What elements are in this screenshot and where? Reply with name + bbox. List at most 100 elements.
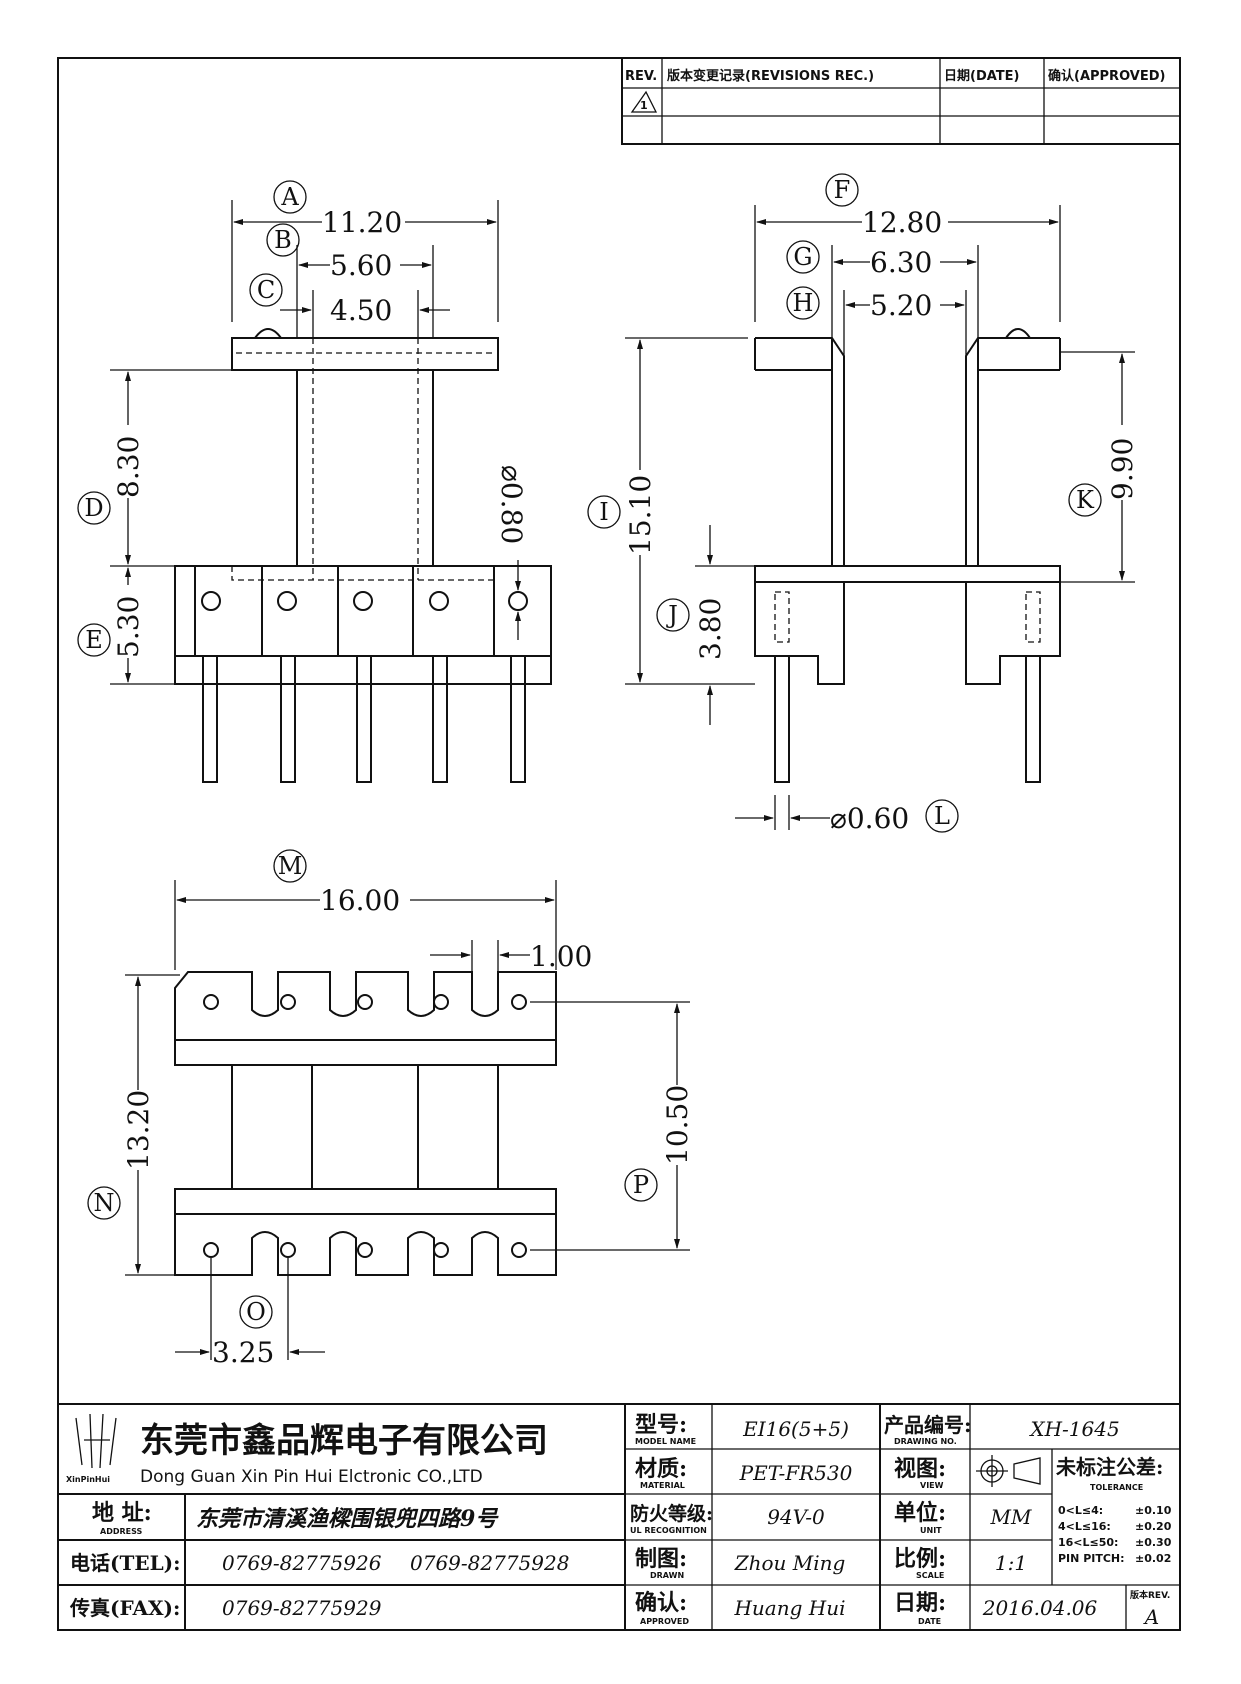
company-name-en: Dong Guan Xin Pin Hui Elctronic CO.,LTD [140,1467,483,1487]
dim-pin-hole: ⌀0.80 [495,465,528,544]
rev-label: 版本REV. [1129,1589,1170,1601]
label-D-circle [77,491,111,525]
label-L-circle [925,799,959,833]
date-label: 日期: [894,1590,946,1616]
tel-label: 电话(TEL): [70,1551,181,1575]
label-J-circle [656,598,690,632]
address-value: 东莞市清溪渔樑围银兜四路9号 [196,1506,499,1532]
sheet-border [57,57,1181,1631]
logo-text: XinPinHui [66,1475,110,1484]
drawn-label-en: DRAWN [650,1571,684,1580]
address-label: 地 址: [92,1500,152,1526]
flame-value: 94V-0 [767,1505,825,1529]
title-block: XinPinHui 东莞市鑫品辉电子有限公司 Dong Guan Xin Pin… [57,1403,1181,1631]
tol-range-4: PIN PITCH: [1058,1552,1125,1565]
company-name-cn: 东莞市鑫品辉电子有限公司 [140,1421,548,1461]
tol-value-2: ±0.20 [1135,1520,1172,1533]
label-A-circle [273,180,307,214]
tolerance-label: 未标注公差: [1056,1455,1163,1479]
material-label: 材质: [635,1456,687,1482]
label-M-circle [273,849,307,883]
label-A: A [280,183,299,211]
label-F: F [834,176,851,204]
rev-mark: 1 [640,99,648,112]
dim-N: 13.20 [122,1090,155,1170]
fax-value: 0769-82775929 [222,1596,382,1620]
fax-label: 传真(FAX): [69,1596,180,1620]
revision-triangle-icon [630,90,658,113]
view-label: 视图: [894,1456,946,1482]
address-label-en: ADDRESS [100,1527,143,1536]
label-I-circle [587,495,621,529]
scale-value: 1:1 [995,1551,1027,1575]
label-F-circle [825,173,859,207]
label-C: C [257,276,275,304]
label-O-circle [239,1295,273,1329]
label-J: J [665,601,678,629]
label-P-circle [624,1168,658,1202]
dim-D: 8.30 [112,436,145,498]
label-P: P [633,1171,649,1199]
date-header: 日期(DATE) [944,69,1019,84]
flame-label: 防火等级: [630,1502,713,1525]
drawing-no-value: XH-1645 [1028,1417,1119,1441]
label-I: I [599,498,608,526]
label-O: O [246,1298,266,1326]
tol-value-3: ±0.30 [1135,1536,1172,1549]
dim-I: 15.10 [624,475,657,555]
tol-value-1: ±0.10 [1135,1504,1172,1517]
approved-label: 确认: [635,1590,687,1616]
unit-label: 单位: [894,1500,946,1526]
unit-value: MM [990,1505,1032,1529]
front-view: 11.20 A 5.60 B 4.50 C 8.30 D 5.30 E [77,180,552,783]
dim-O: 3.25 [212,1336,274,1369]
side-view: 12.80 F 6.30 G 5.20 H 15.10 I 3.80 J [587,173,1139,835]
dim-slot: 1.00 [530,940,592,973]
dim-G: 6.30 [870,246,932,279]
dim-A: 11.20 [322,206,402,239]
material-value: PET-FR530 [739,1461,853,1485]
dim-F: 12.80 [862,206,942,239]
label-M: M [278,852,303,880]
revision-table: REV. 版本变更记录(REVISIONS REC.) 日期(DATE) 确认(… [621,57,1181,145]
label-B-circle [266,223,300,257]
dim-H: 5.20 [870,289,932,322]
dim-B: 5.60 [330,249,392,282]
tol-value-4: ±0.02 [1135,1552,1171,1565]
scale-label-en: SCALE [916,1571,944,1580]
bottom-view: 16.00 M 1.00 13.20 N 10.50 P 3.25 O [87,849,694,1369]
label-H: H [793,289,814,317]
dim-J: 3.80 [694,598,727,660]
tel-2: 0769-82775928 [410,1551,569,1575]
material-label-en: MATERIAL [640,1481,685,1490]
tol-range-2: 4<L≤16: [1058,1520,1111,1533]
dim-C: 4.50 [330,294,392,327]
label-H-circle [786,286,820,320]
label-N-circle [87,1186,121,1220]
drawn-value: Zhou Ming [734,1551,846,1575]
date-value: 2016.04.06 [982,1596,1098,1620]
drawing-no-label-en: DRAWING NO. [894,1437,957,1446]
tol-range-3: 16<L≤50: [1058,1536,1118,1549]
tol-range-1: 0<L≤4: [1058,1504,1103,1517]
label-E: E [85,626,103,654]
model-label-en: MODEL NAME [635,1437,696,1446]
label-L: L [934,802,950,830]
dim-L: ⌀0.60 [830,802,909,835]
approved-header: 确认(APPROVED) [1048,68,1165,84]
label-G: G [793,243,812,271]
scale-label: 比例: [894,1546,946,1572]
approved-label-en: APPROVED [640,1617,689,1626]
model-value: EI16(5+5) [742,1417,849,1441]
unit-label-en: UNIT [920,1526,942,1535]
label-E-circle [77,623,111,657]
dim-K: 9.90 [1106,438,1139,500]
rev-header: REV. [625,69,657,84]
drawing-no-label: 产品编号: [884,1413,971,1437]
dim-P: 10.50 [661,1085,694,1165]
label-D: D [84,494,103,522]
rev-value: A [1143,1605,1159,1629]
view-label-en: VIEW [920,1481,944,1490]
company-logo: XinPinHui [66,1413,117,1484]
